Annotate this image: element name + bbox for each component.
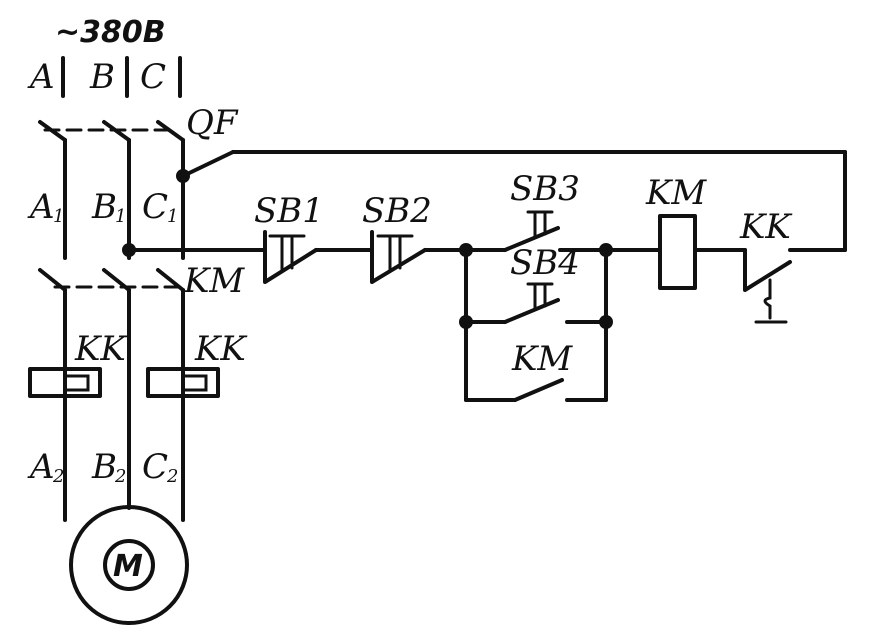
line-c2-sub: 2: [166, 466, 178, 487]
thermal-relay-kk-right-label: KK: [194, 329, 248, 369]
line-b1-sub: 1: [115, 206, 126, 227]
thermal-relay-kk-left-label: KK: [74, 329, 128, 369]
supply-voltage-label: ~380B: [55, 15, 166, 50]
supply-lines: [61, 56, 182, 98]
contact-km-hold-label: KM: [511, 339, 573, 379]
pushbutton-sb2-label: SB2: [362, 191, 432, 231]
line-a1-sub: 1: [53, 206, 64, 227]
line-a2-sub: 2: [52, 466, 64, 487]
contact-kk-thermal-label: KK: [739, 207, 793, 247]
contact-kk-thermal: [743, 248, 792, 324]
line-b2-sub: 2: [114, 466, 126, 487]
breaker-qf: [38, 120, 185, 142]
contactor-km-main: [38, 268, 185, 292]
line-c2-label: C: [142, 447, 168, 487]
coil-km: [658, 214, 697, 290]
pushbutton-sb3: [503, 210, 560, 252]
line-c1-label: C: [142, 187, 168, 227]
contact-km-hold: [513, 378, 564, 402]
phase-a-label: A: [27, 57, 55, 97]
pushbutton-sb2: [370, 230, 427, 284]
pushbutton-sb1-label: SB1: [254, 191, 324, 231]
junction-sb4-right: [599, 315, 613, 329]
coil-km-label: KM: [645, 173, 707, 213]
junction-sb4-left: [459, 315, 473, 329]
motor: [69, 505, 189, 625]
pushbutton-sb1: [263, 230, 318, 284]
phase-c-label: C: [140, 57, 166, 97]
phase-conductors-lower: [63, 288, 185, 522]
thermal-relay-kk-left: [28, 367, 102, 398]
line-b1-label: B: [91, 187, 117, 227]
pushbutton-sb4: [503, 282, 560, 324]
pushbutton-sb3-label: SB3: [510, 169, 580, 209]
junction-sb3-km: [599, 243, 613, 257]
thermal-relay-kk-right: [146, 367, 220, 398]
breaker-qf-label: QF: [186, 103, 239, 143]
phase-b-label: B: [89, 57, 115, 97]
contactor-km-main-label: KM: [183, 261, 245, 301]
line-c1-sub: 1: [167, 206, 178, 227]
junction-sb2-sb3: [459, 243, 473, 257]
phase-conductors-upper: [63, 138, 185, 260]
control-wiring: [127, 150, 847, 402]
motor-label: M: [113, 549, 143, 584]
line-a1-label: A: [27, 187, 55, 227]
pushbutton-sb4-label: SB4: [510, 243, 580, 283]
line-a2-label: A: [27, 447, 55, 487]
line-b2-label: B: [91, 447, 117, 487]
